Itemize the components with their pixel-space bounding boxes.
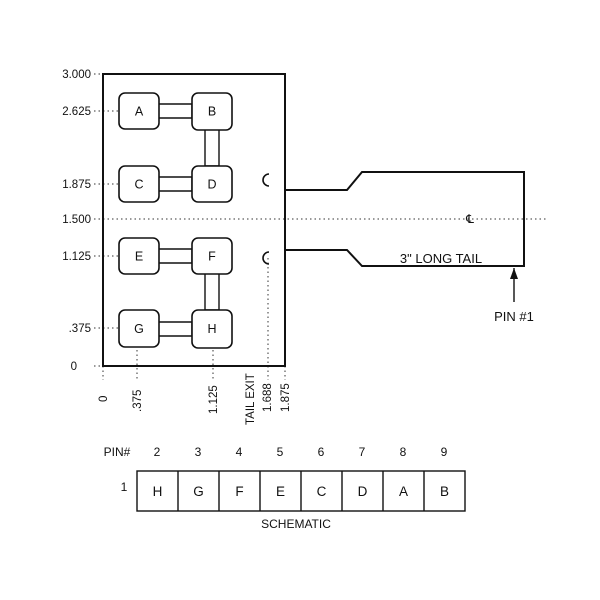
- y-tick-label: 0: [71, 361, 77, 373]
- pin-one-label: PIN #1: [494, 309, 534, 324]
- y-axis-labels: 3.000 2.625 1.875 1.500 1.125 .375 0: [62, 69, 91, 373]
- pin-number: 5: [277, 445, 284, 459]
- pin-number: 8: [400, 445, 407, 459]
- tail-outline: [285, 171, 525, 267]
- pad-label: C: [134, 178, 143, 192]
- pin-one-arrow: [510, 268, 518, 302]
- centerline-icon: ℄: [465, 212, 474, 226]
- x-tick-label: .375: [132, 390, 144, 412]
- pad-h: H: [191, 309, 233, 349]
- pin-number: 9: [441, 445, 448, 459]
- pad-f: F: [191, 237, 233, 275]
- pin-number: 2: [154, 445, 161, 459]
- tail-exit-hook-bottom: [262, 251, 270, 265]
- pad-label: B: [208, 105, 216, 119]
- x-tick-label: 1.688: [262, 383, 274, 412]
- y-tick-label: 3.000: [62, 69, 91, 81]
- tail-exit-hook-top: [262, 173, 270, 187]
- x-tick-label: 1.125: [208, 385, 220, 414]
- schematic-cell: D: [358, 484, 368, 499]
- tail-length-label: 3" LONG TAIL: [400, 251, 482, 266]
- pin-number: 7: [359, 445, 366, 459]
- y-tick-label: 1.500: [62, 214, 91, 226]
- pin-header: PIN#: [104, 445, 131, 459]
- y-tick-label: 1.125: [62, 251, 91, 263]
- x-tick-label: TAIL EXIT: [245, 373, 257, 425]
- pad-traces: [159, 103, 220, 337]
- switch-outline: [102, 73, 286, 367]
- pad-label: H: [207, 322, 216, 336]
- y-tick-label: .375: [69, 323, 91, 335]
- pad-label: F: [208, 250, 216, 264]
- pad-label: E: [135, 250, 143, 264]
- schematic-table: H G F E C D A B: [136, 470, 466, 512]
- x-tick-label: 0: [98, 396, 110, 402]
- pad-label: G: [134, 322, 144, 336]
- schematic-cell: F: [235, 484, 243, 499]
- pad-a: A: [118, 92, 160, 130]
- schematic-cell: B: [440, 484, 449, 499]
- schematic-caption: SCHEMATIC: [261, 517, 331, 531]
- schematic-cell: A: [399, 484, 408, 499]
- pad-label: D: [207, 178, 216, 192]
- pad-c: C: [118, 165, 160, 203]
- y-tick-label: 2.625: [62, 106, 91, 118]
- schematic-cell: G: [193, 484, 204, 499]
- pin-number: 3: [195, 445, 202, 459]
- schematic-cell: E: [276, 484, 285, 499]
- pin-number: 4: [236, 445, 243, 459]
- pad-label: A: [135, 105, 144, 119]
- y-tick-leaders: [94, 73, 118, 367]
- pin-one-number: 1: [121, 480, 128, 494]
- x-tick-label: 1.875: [280, 383, 292, 412]
- x-axis-labels: 0 .375 1.125 TAIL EXIT 1.688 1.875: [98, 373, 292, 425]
- pad-b: B: [191, 92, 233, 131]
- pad-d: D: [191, 165, 233, 203]
- y-tick-label: 1.875: [62, 179, 91, 191]
- pin-number: 6: [318, 445, 325, 459]
- pad-e: E: [118, 237, 160, 275]
- schematic-cell: C: [317, 484, 327, 499]
- schematic-cell: H: [153, 484, 163, 499]
- pad-g: G: [118, 309, 160, 348]
- pin-numbers: 2 3 4 5 6 7 8 9: [154, 445, 448, 459]
